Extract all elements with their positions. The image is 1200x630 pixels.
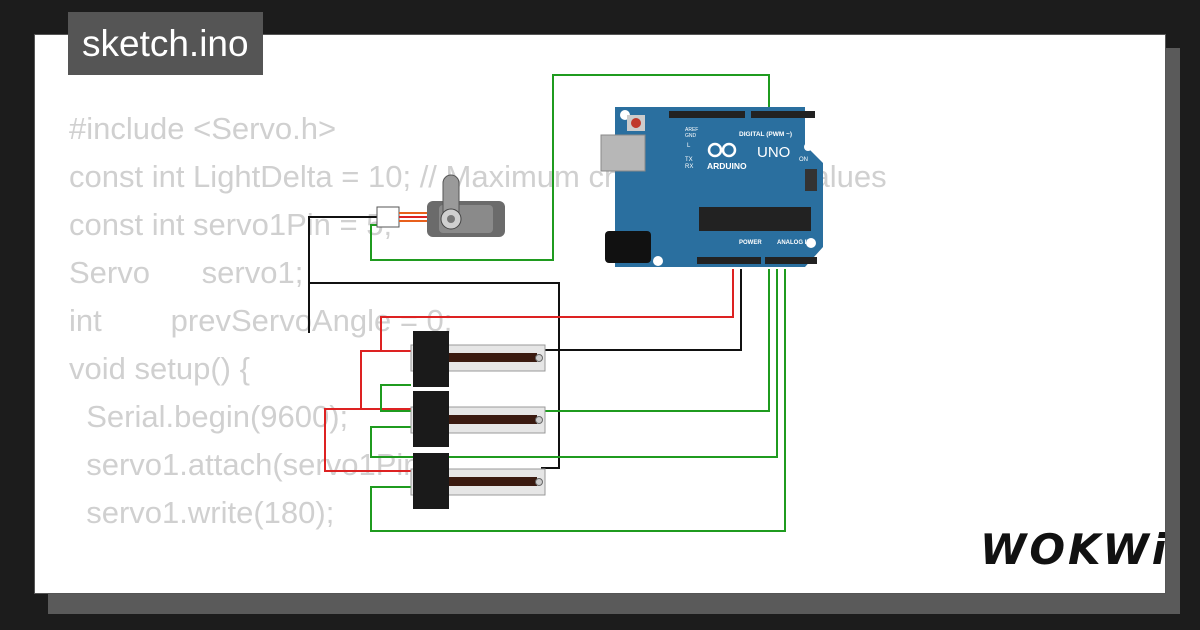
analog-label: ANALOG IN (777, 240, 811, 246)
code-line: Servo servo1; (69, 255, 304, 290)
slide-potentiometer (410, 453, 546, 509)
code-preview: #include <Servo.h>const int LightDelta =… (69, 105, 887, 537)
gnd-label: GND (685, 133, 697, 139)
wire-green (380, 269, 770, 412)
circuit-diagram: DIGITAL (PWM ~) AREF GND L TX RX ON ARDU… (308, 74, 823, 532)
wire-green (370, 74, 770, 261)
code-line: servo1.attach(servo1Pin); (69, 447, 440, 482)
arduino-uno-board: DIGITAL (PWM ~) AREF GND L TX RX ON ARDU… (600, 107, 823, 267)
code-line: servo1.write(180); (69, 495, 335, 530)
wire-black (545, 269, 742, 351)
aref-label: AREF (685, 127, 698, 133)
wokwi-logo: WOKWi (980, 525, 1166, 574)
code-line: int prevServoAngle = 0; (69, 303, 453, 338)
wire-green (370, 269, 778, 458)
wire-green (370, 269, 786, 532)
wire-black (308, 216, 560, 469)
servo-motor (376, 174, 505, 237)
led-on-label: ON (799, 157, 808, 163)
preview-card: #include <Servo.h>const int LightDelta =… (34, 34, 1166, 594)
digital-label: DIGITAL (PWM ~) (739, 131, 792, 138)
slide-potentiometer (410, 331, 546, 387)
file-tab[interactable]: sketch.ino (68, 12, 263, 75)
board-name: ARDUINO (707, 161, 747, 171)
code-line: #include <Servo.h> (69, 111, 337, 146)
slide-potentiometer (410, 391, 546, 447)
code-line: void setup() { (69, 351, 250, 386)
led-rx-label: RX (685, 164, 693, 170)
power-label: POWER (739, 240, 762, 246)
led-l-label: L (687, 143, 691, 149)
arduino-logo (707, 142, 737, 158)
wire-red (360, 350, 411, 410)
led-tx-label: TX (685, 157, 693, 163)
wire-red (324, 408, 411, 472)
code-line: Serial.begin(9600); (69, 399, 349, 434)
board-model: UNO (757, 144, 790, 161)
